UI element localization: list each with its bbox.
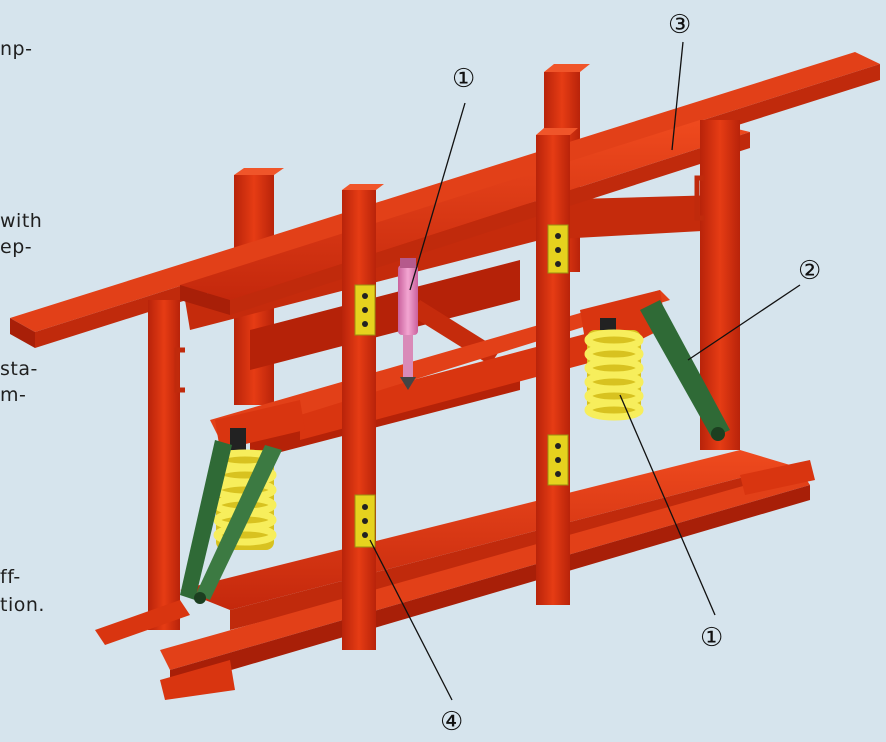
- text-fragment-3: ep-: [0, 236, 33, 258]
- callout-4: ④: [440, 707, 464, 737]
- spring-seats: [215, 290, 665, 450]
- callout-2: ②: [798, 256, 822, 286]
- handles: [174, 175, 705, 393]
- text-fragment-6: ff-: [0, 566, 21, 588]
- text-fragment-2: with: [0, 210, 43, 232]
- callout-3: ③: [668, 10, 692, 40]
- lower-frame: [95, 450, 815, 700]
- leader-lines: [369, 41, 801, 701]
- text-fragment-5: m-: [0, 384, 27, 406]
- mounting-plates: [354, 224, 569, 548]
- text-fragment-1: np-: [0, 38, 33, 60]
- text-fragment-7: tion.: [0, 594, 45, 616]
- callout-1-top: ①: [452, 64, 476, 94]
- front-uprights: [342, 128, 578, 650]
- green-struts: [180, 300, 730, 604]
- text-fragment-4: sta-: [0, 358, 38, 380]
- coil-spring-right: [584, 329, 644, 421]
- callout-1-bottom: ①: [700, 623, 724, 653]
- damper: [398, 258, 418, 390]
